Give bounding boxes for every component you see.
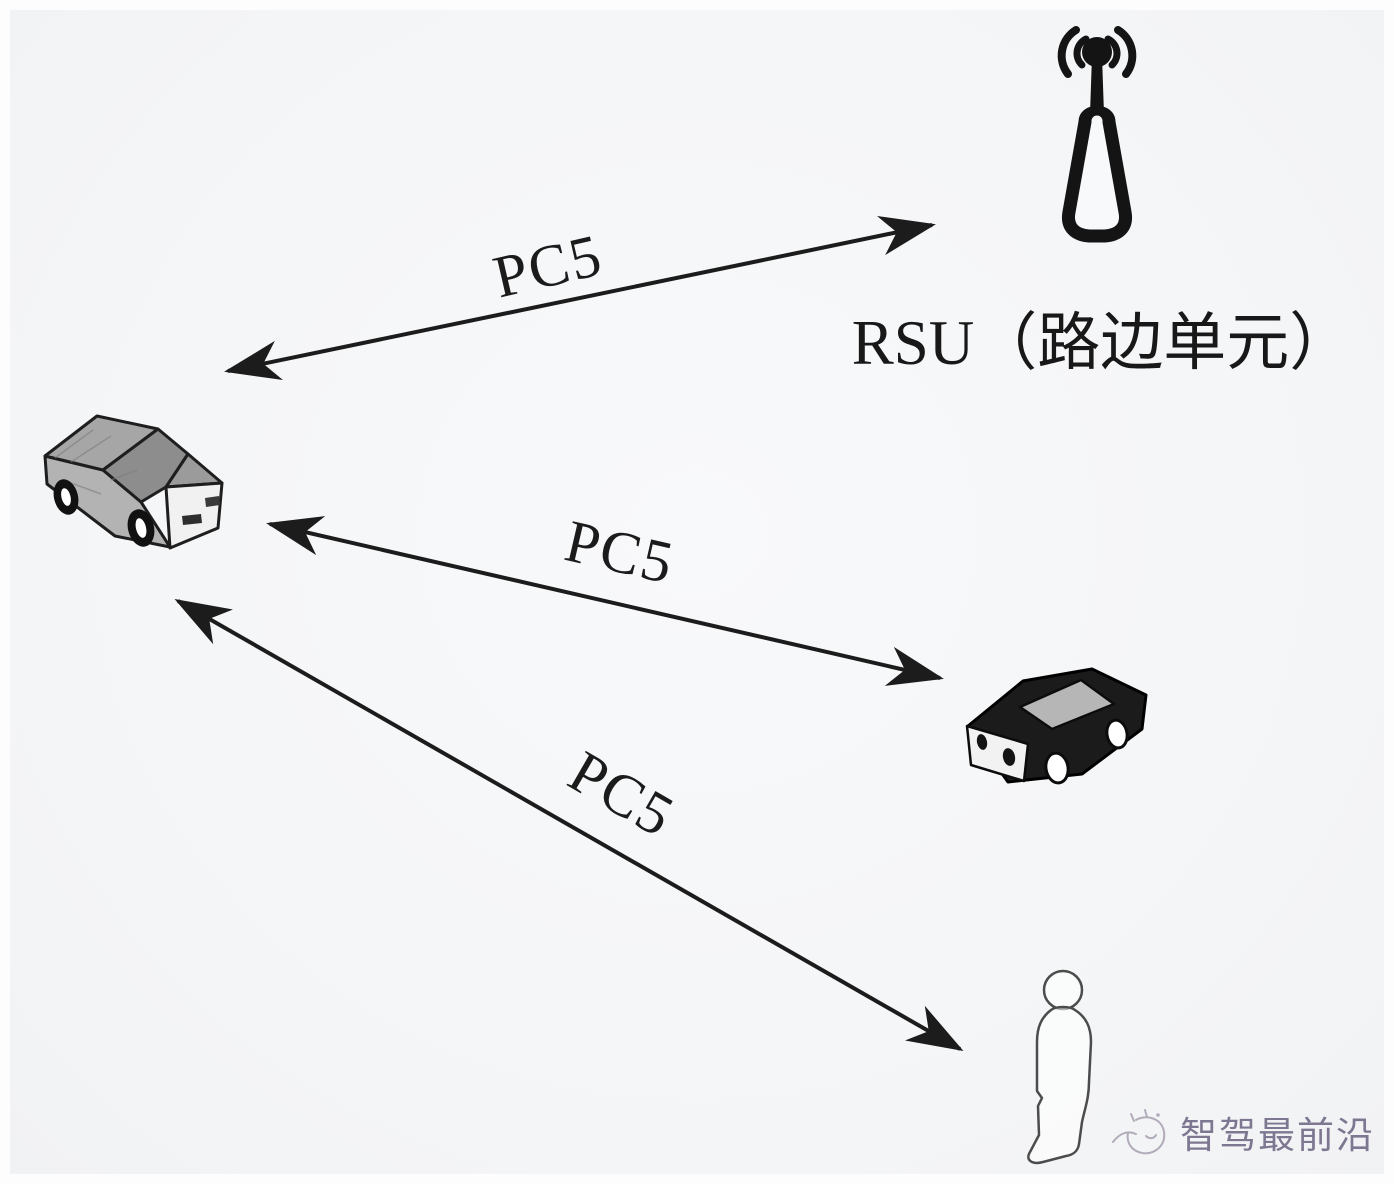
- antenna-icon: [1057, 26, 1137, 243]
- gray-car-icon: [43, 414, 224, 550]
- watermark: 智驾最前沿: [1110, 1104, 1375, 1160]
- pc5-links-layer: [174, 215, 964, 1051]
- cat-sketch-logo: [1112, 1109, 1166, 1155]
- black-car-icon: [965, 667, 1148, 785]
- watermark-text: 智驾最前沿: [1180, 1115, 1375, 1156]
- pc5-link-to-rsu: [224, 215, 936, 381]
- pc5-link-to-pedestrian: [174, 599, 964, 1051]
- rsu-label: RSU（路边单元）: [851, 308, 1353, 378]
- pedestrian-icon: [1027, 969, 1093, 1165]
